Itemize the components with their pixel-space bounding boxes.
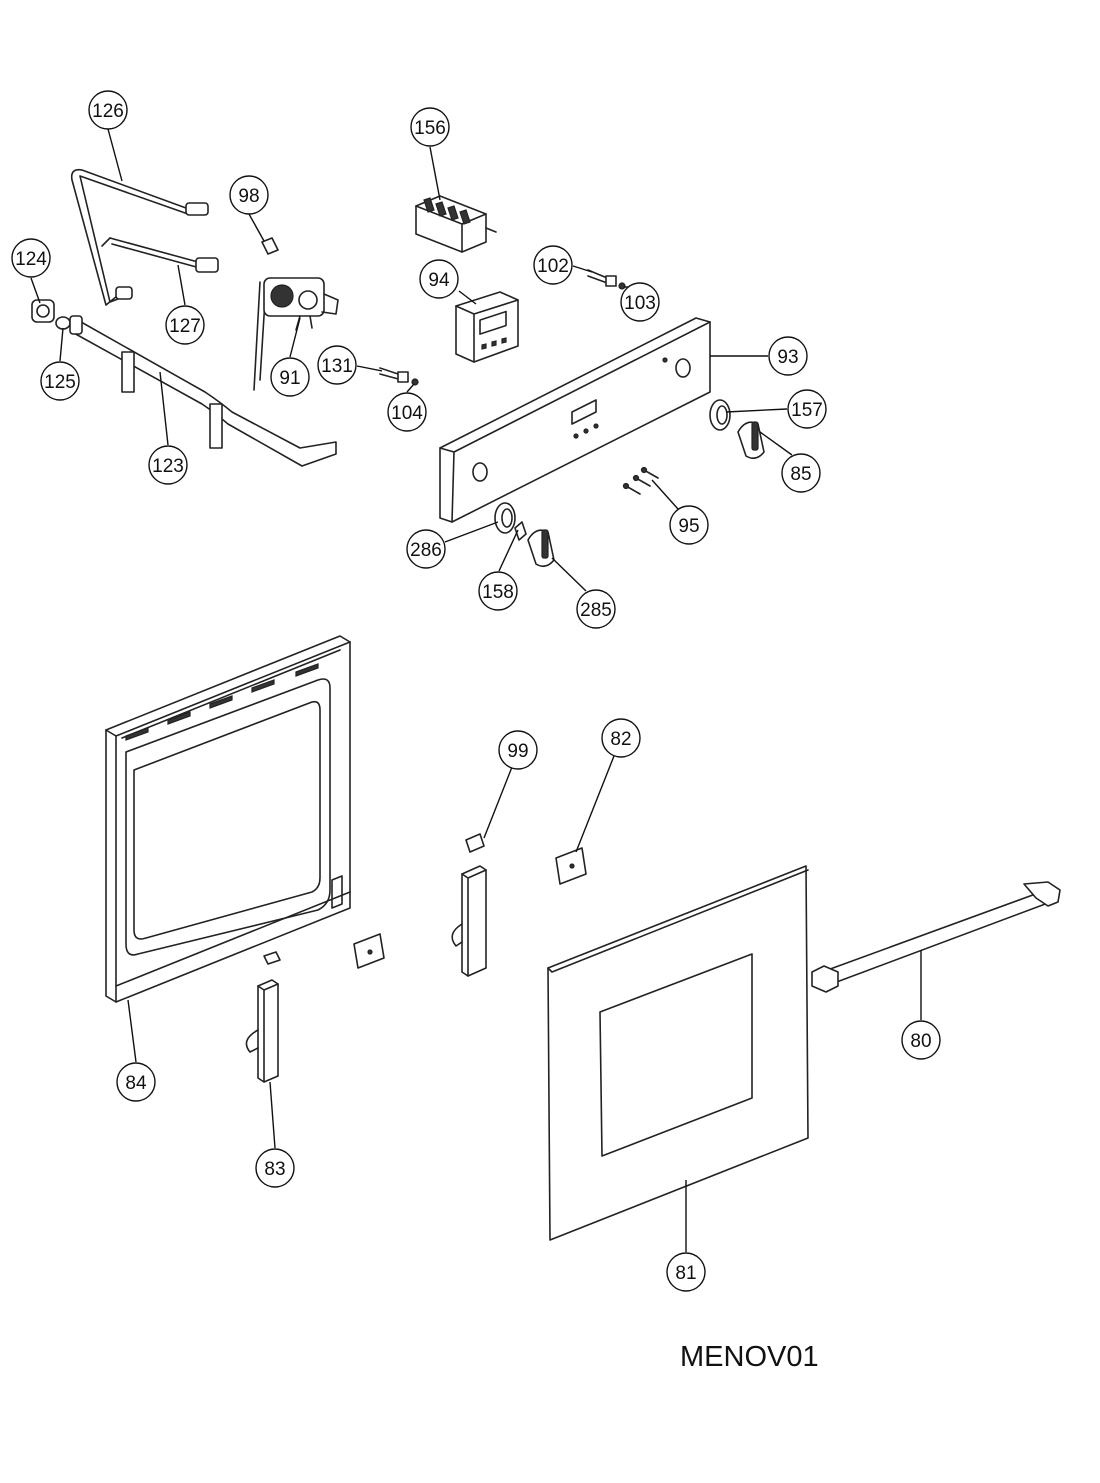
callout-85: 85 — [781, 453, 821, 493]
callout-156: 156 — [410, 107, 450, 147]
svg-text:84: 84 — [125, 1073, 147, 1094]
part-102-spindle — [587, 269, 617, 287]
callout-102: 102 — [533, 245, 573, 285]
svg-text:104: 104 — [391, 403, 423, 424]
part-157-bezel — [709, 399, 731, 431]
part-83-hinge — [245, 979, 279, 1083]
svg-text:94: 94 — [428, 270, 450, 291]
svg-text:99: 99 — [507, 741, 528, 762]
diagram-code: MENOV01 — [680, 1341, 819, 1373]
svg-text:98: 98 — [238, 186, 259, 207]
callout-84: 84 — [116, 1062, 156, 1102]
part-93-control-panel — [439, 317, 711, 523]
svg-text:80: 80 — [910, 1031, 931, 1052]
callout-131: 131 — [317, 345, 357, 385]
part-123-gas-ramp — [69, 315, 337, 467]
callout-81: 81 — [666, 1252, 706, 1292]
part-126-gas-pipe — [70, 168, 219, 306]
callout-104: 104 — [387, 392, 427, 432]
part-84-inner-door — [105, 635, 351, 1003]
callout-82: 82 — [601, 718, 641, 758]
part-125-washer — [55, 316, 71, 330]
part-104-nut — [411, 378, 419, 386]
part-99-spacer-block — [465, 833, 485, 853]
callout-124: 124 — [11, 238, 51, 278]
part-124-fitting — [31, 299, 55, 323]
part-285-knob — [527, 529, 555, 568]
svg-text:95: 95 — [678, 516, 699, 537]
callout-83: 83 — [255, 1148, 295, 1188]
part-98-clip — [261, 237, 279, 255]
part-94-timer-display — [455, 291, 519, 363]
part-hinge-right — [451, 865, 487, 977]
part-158-spacer — [514, 521, 527, 541]
svg-text:158: 158 — [482, 582, 514, 603]
part-103-nut — [618, 282, 626, 290]
svg-text:93: 93 — [777, 347, 798, 368]
svg-text:85: 85 — [790, 464, 811, 485]
callout-127: 127 — [165, 305, 205, 345]
svg-text:157: 157 — [791, 400, 823, 421]
callout-95: 95 — [669, 505, 709, 545]
callout-157: 157 — [787, 389, 827, 429]
callout-80: 80 — [901, 1020, 941, 1060]
callout-98: 98 — [229, 175, 269, 215]
svg-text:286: 286 — [410, 540, 442, 561]
callout-99: 99 — [498, 730, 538, 770]
callout-91: 91 — [270, 357, 310, 397]
callout-93: 93 — [768, 336, 808, 376]
callout-285: 285 — [576, 589, 616, 629]
svg-text:82: 82 — [610, 729, 631, 750]
svg-text:83: 83 — [264, 1159, 285, 1180]
callout-94: 94 — [419, 259, 459, 299]
callout-103: 103 — [620, 282, 660, 322]
svg-text:131: 131 — [321, 356, 353, 377]
callout-286: 286 — [406, 529, 446, 569]
svg-text:124: 124 — [15, 249, 47, 270]
callout-125: 125 — [40, 361, 80, 401]
svg-text:103: 103 — [624, 293, 656, 314]
svg-text:126: 126 — [92, 101, 124, 122]
svg-text:81: 81 — [675, 1263, 696, 1284]
part-80-door-handle — [811, 881, 1061, 993]
svg-text:91: 91 — [279, 368, 300, 389]
callout-158: 158 — [478, 571, 518, 611]
svg-text:125: 125 — [44, 372, 76, 393]
callout-126: 126 — [88, 90, 128, 130]
part-door-clip-block — [263, 933, 385, 969]
part-131-spindle — [379, 367, 409, 383]
part-95-screws — [622, 466, 659, 495]
part-81-outer-door-glass — [547, 865, 809, 1241]
part-156-selector-switch — [415, 195, 497, 253]
part-82-bracket — [555, 847, 587, 885]
svg-text:285: 285 — [580, 600, 612, 621]
part-91-gas-valve — [253, 277, 339, 391]
svg-text:102: 102 — [537, 256, 569, 277]
svg-text:156: 156 — [414, 118, 446, 139]
svg-text:123: 123 — [152, 456, 184, 477]
part-286-bezel — [494, 502, 516, 534]
svg-text:127: 127 — [169, 316, 201, 337]
callout-123: 123 — [148, 445, 188, 485]
part-85-knob — [737, 421, 765, 460]
